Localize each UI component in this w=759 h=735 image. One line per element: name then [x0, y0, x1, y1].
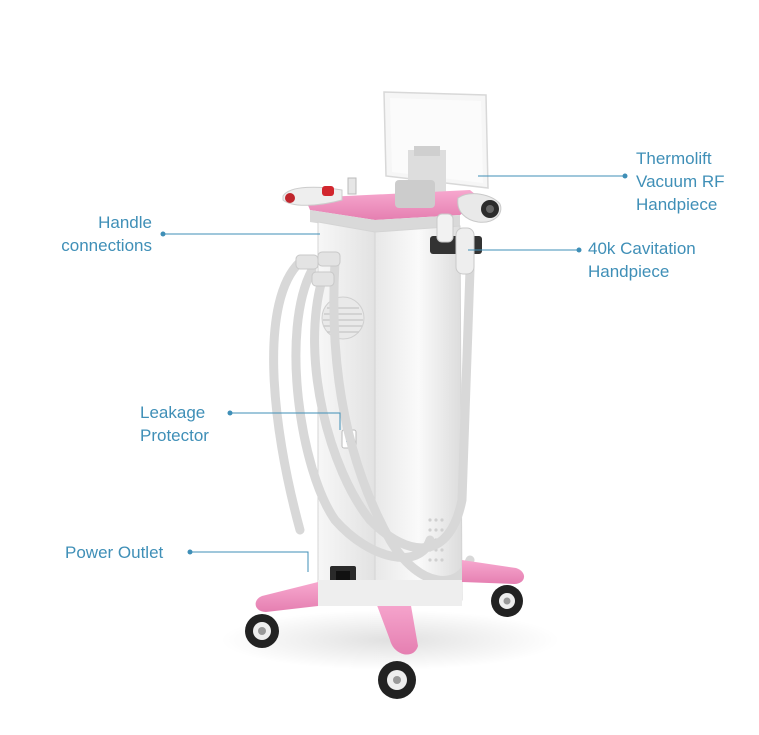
tray-handpiece	[282, 177, 357, 206]
callout-leakage-protector: Leakage Protector	[140, 401, 209, 447]
display-screen	[383, 91, 489, 192]
callout-cavitation-line2: Handpiece	[588, 262, 670, 281]
handle-connectors	[295, 251, 341, 287]
callout-handle-connections-line1: Handle	[98, 213, 152, 232]
callout-cavitation-line1: 40k Cavitation	[588, 239, 696, 258]
callout-handle-connections: Handle connections	[44, 211, 152, 257]
wheels	[245, 585, 523, 699]
base-legs	[255, 560, 525, 655]
callout-thermolift-line2: Vacuum RF	[636, 172, 725, 191]
callout-thermolift-line1: Thermolift	[636, 149, 712, 168]
callout-thermolift: Thermolift Vacuum RF Handpiece	[636, 147, 725, 216]
top-tray	[305, 180, 482, 232]
callout-thermolift-line3: Handpiece	[636, 195, 718, 214]
callout-leakage-protector-line2: Protector	[140, 426, 209, 445]
callout-handle-connections-line2: connections	[61, 236, 152, 255]
callout-power-outlet-line1: Power Outlet	[65, 543, 164, 562]
callout-cavitation: 40k Cavitation Handpiece	[588, 237, 696, 283]
wheel-left	[245, 614, 279, 648]
leader-lines	[163, 175, 625, 572]
callout-power-outlet: Power Outlet	[65, 541, 163, 564]
callout-leakage-protector-line1: Leakage	[140, 403, 206, 422]
thermolift-handpiece	[457, 193, 502, 223]
wheel-right	[491, 585, 523, 617]
wheel-front	[378, 661, 416, 699]
